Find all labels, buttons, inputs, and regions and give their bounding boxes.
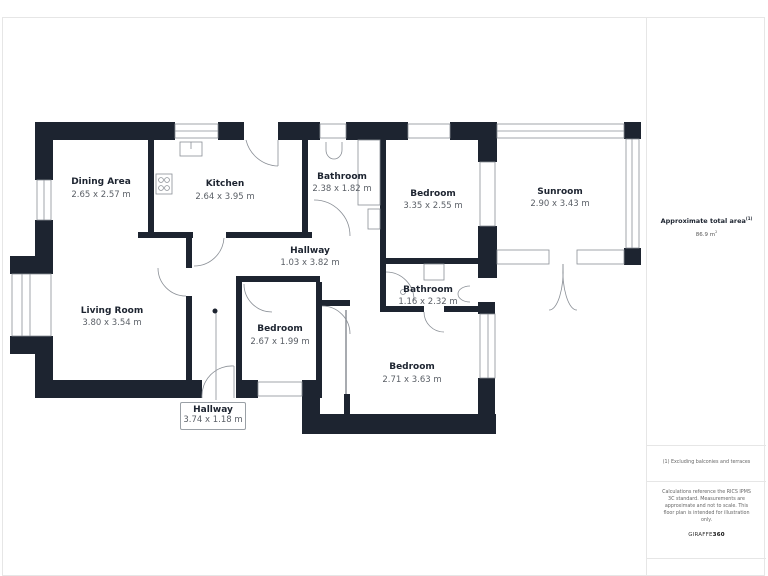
room-name-bedroom-3: Bedroom: [389, 362, 435, 372]
room-name-dining: Dining Area: [71, 177, 131, 187]
footnote-marker: (1): [745, 216, 753, 221]
fixtures-and-openings: [11, 123, 640, 400]
brand-suffix: 360: [712, 532, 725, 538]
disclaimer-text: Calculations reference the RICS IPMS 3C …: [662, 490, 751, 523]
hallway-callout: Hallway 3.74 x 1.18 m: [180, 402, 246, 430]
room-dims-living-room: 3.80 x 3.54 m: [82, 318, 141, 328]
room-dims-bedroom-1: 3.35 x 2.55 m: [403, 201, 462, 211]
total-area-title-text: Approximate total area: [660, 217, 746, 226]
room-dims-dining: 2.65 x 2.57 m: [71, 190, 130, 200]
room-name-sunroom: Sunroom: [537, 187, 582, 197]
brand-prefix: GIRAFFE: [688, 532, 713, 538]
room-dims-sunroom: 2.90 x 3.43 m: [530, 199, 589, 209]
room-dims-bathroom-1: 2.38 x 1.82 m: [312, 184, 371, 194]
room-dims-bedroom-2: 2.67 x 1.99 m: [250, 337, 309, 347]
room-name-hallway-2: Hallway: [193, 405, 233, 415]
disclaimer-box: Calculations reference the RICS IPMS 3C …: [647, 481, 766, 559]
room-name-hallway-1: Hallway: [290, 246, 330, 256]
room-name-kitchen: Kitchen: [206, 179, 245, 189]
room-dims-hallway-1: 1.03 x 3.82 m: [280, 258, 339, 268]
room-name-bathroom-1: Bathroom: [317, 172, 367, 182]
room-name-living-room: Living Room: [81, 306, 143, 316]
room-name-bathroom-2: Bathroom: [403, 285, 453, 295]
total-area-number: 86.9 m: [695, 231, 716, 238]
info-sidebar: Approximate total area(1) 86.9 m2 (1) Ex…: [646, 17, 766, 576]
room-name-bedroom-2: Bedroom: [257, 324, 303, 334]
room-labels: Dining Area 2.65 x 2.57 m Kitchen 2.64 x…: [71, 172, 589, 385]
room-dims-bathroom-2: 1.16 x 2.32 m: [398, 297, 457, 307]
room-dims-kitchen: 2.64 x 3.95 m: [195, 192, 254, 202]
room-dims-hallway-2: 3.74 x 1.18 m: [183, 415, 243, 425]
area-unit-exponent: 2: [715, 230, 718, 234]
brand-logo: GIRAFFE360: [661, 532, 752, 539]
entrance-marker: [212, 308, 218, 314]
room-name-bedroom-1: Bedroom: [410, 189, 456, 199]
total-area-value: 86.9 m2: [647, 230, 766, 238]
walls: [10, 122, 641, 434]
total-area-title: Approximate total area(1): [647, 216, 766, 225]
footnote-excluding: (1) Excluding balconies and terraces: [647, 445, 766, 481]
room-dims-bedroom-3: 2.71 x 3.63 m: [382, 375, 441, 385]
